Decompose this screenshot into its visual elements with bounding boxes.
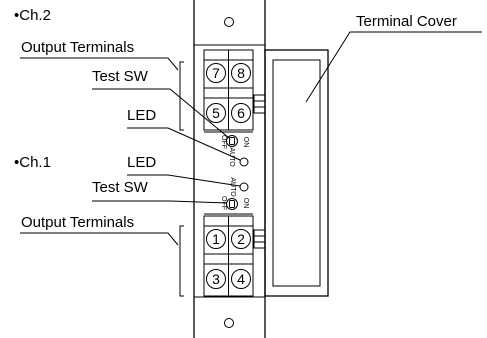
ch2-terminal-7-label: 7 [212,65,220,81]
ch2-title: •Ch.2 [14,7,51,24]
ch1-title: •Ch.1 [14,154,51,171]
ch2-test-sw-label: Test SW [92,68,149,85]
ch1-terminal-2: 2 [231,229,251,249]
bottom-mounting-hole [224,318,234,328]
switch-led-panel [204,131,253,215]
ch2-led-leader [127,127,241,161]
ch2-terminal-6-label: 6 [237,105,245,121]
ch2-led-indicator [239,157,249,167]
top-mounting-hole [224,17,234,27]
ch2-terminal-5-label: 5 [212,105,220,121]
ch1-terminal-1-label: 1 [212,231,220,247]
ch1-output-terminals-leader [20,232,179,246]
ch1-led-indicator [239,182,249,192]
ch1-led-label: LED [127,154,156,171]
terminal-cover-label: Terminal Cover [356,13,457,30]
ch1-led-leader [127,174,241,187]
ch2-terminal-6: 6 [231,103,251,123]
ch2-terminal-5: 5 [206,103,226,123]
mounting-plate [193,0,266,338]
ch1-terminal-3-label: 3 [212,271,220,287]
ch1-terminal-4: 4 [231,269,251,289]
ch1-terminal-1: 1 [206,229,226,249]
ch1-output-terminals-label: Output Terminals [21,214,134,231]
ch2-led-label: LED [127,107,156,124]
ch1-terminal-3: 3 [206,269,226,289]
ch1-test-switch[interactable]: AUTO OFF ON [220,177,249,210]
ch1-test-sw-label: Test SW [92,179,149,196]
ch1-output-terminals-bracket [179,225,184,297]
ch2-switch-off: OFF [220,135,227,149]
terminal-cover[interactable] [253,49,329,297]
ch2-terminal-8: 8 [231,63,251,83]
ch2-output-terminals-bracket [179,61,184,131]
ch1-terminal-4-label: 4 [237,271,245,287]
ch2-terminal-7: 7 [206,63,226,83]
ch2-switch-on: ON [242,137,249,148]
ch2-switch-auto: AUTO [228,147,235,167]
ch2-test-sw-leader [92,88,230,139]
ch1-terminal-2-label: 2 [237,231,245,247]
ch1-switch-auto: AUTO [229,177,236,197]
ch1-terminal-block [203,215,254,297]
ch2-terminal-8-label: 8 [237,65,245,81]
ch2-output-terminals-label: Output Terminals [21,39,134,56]
terminal-cover-leader [305,31,482,103]
ch1-switch-on: ON [242,198,249,209]
ch2-test-switch[interactable]: OFF ON AUTO [220,135,249,167]
ch2-terminal-block [203,49,254,131]
ch2-output-terminals-leader [20,57,179,71]
ch1-test-sw-leader [92,200,228,204]
